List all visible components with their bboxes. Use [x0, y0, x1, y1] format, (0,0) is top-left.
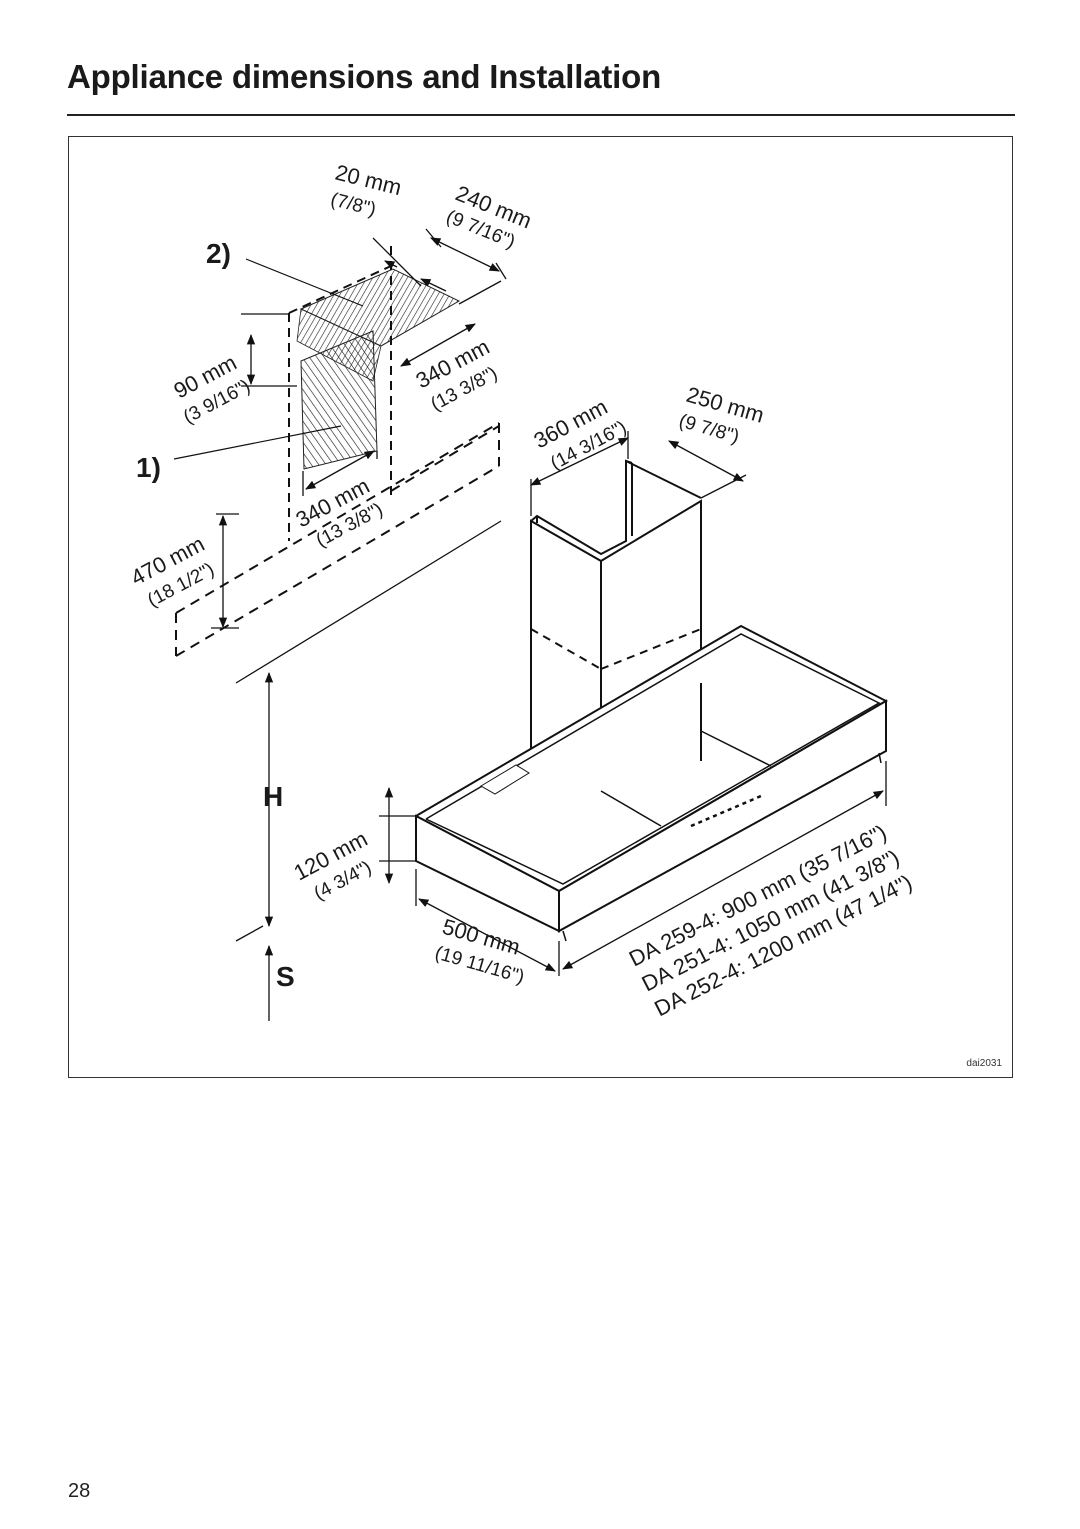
mounting-zone-outline [175, 422, 500, 657]
callout-s: S [276, 961, 295, 992]
title-divider [67, 114, 1015, 116]
dim-20-inch: (7/8") [328, 189, 378, 220]
wall-bracket [300, 330, 378, 470]
callout-1: 1) [136, 452, 161, 483]
callout-h: H [263, 781, 283, 812]
figure-id: dai2031 [966, 1058, 1002, 1069]
callout-2: 2) [206, 238, 231, 269]
dimension-drawing: 2) 1) H S 20 mm (7/8") 240 mm (9 7/16") … [68, 136, 1013, 1078]
page-title: Appliance dimensions and Installation [67, 58, 662, 95]
model-da-251-4: DA 251-4: 1050 mm (41 3/8") [638, 845, 904, 997]
page-number: 28 [68, 1480, 91, 1502]
hood-diagram: 2) 1) H S 20 mm (7/8") 240 mm (9 7/16") … [127, 160, 916, 1022]
